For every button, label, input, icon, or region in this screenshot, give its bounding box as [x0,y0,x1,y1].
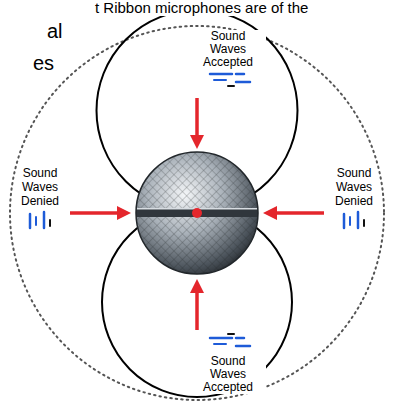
sound-arrows [70,98,324,330]
lobe-circle [102,207,292,397]
lobe-label: Sound Waves Accepted [190,355,266,394]
polar-lobe: Sound Waves Accepted [92,8,302,213]
arrow-left [70,211,124,215]
lobe-label: Sound Waves Accepted [190,30,266,69]
arrow-bottom [195,286,199,330]
page-text: es [33,52,54,74]
denied-label: Sound Waves Denied [332,166,376,208]
grille-band [130,209,264,217]
capsule-dot [192,208,202,218]
page-text: t Ribbon microphones are of the [95,0,308,16]
lobe-circle [97,10,298,211]
page-text: al [47,20,63,42]
polar-lobe: Sound Waves Accepted [92,205,302,399]
arrow-right [270,211,324,215]
wave-icons [30,74,364,346]
arrow-top [195,98,199,142]
omni-reference-circle [10,26,384,400]
grille-rim [136,152,258,274]
denied-label: Sound Waves Denied [18,166,62,208]
